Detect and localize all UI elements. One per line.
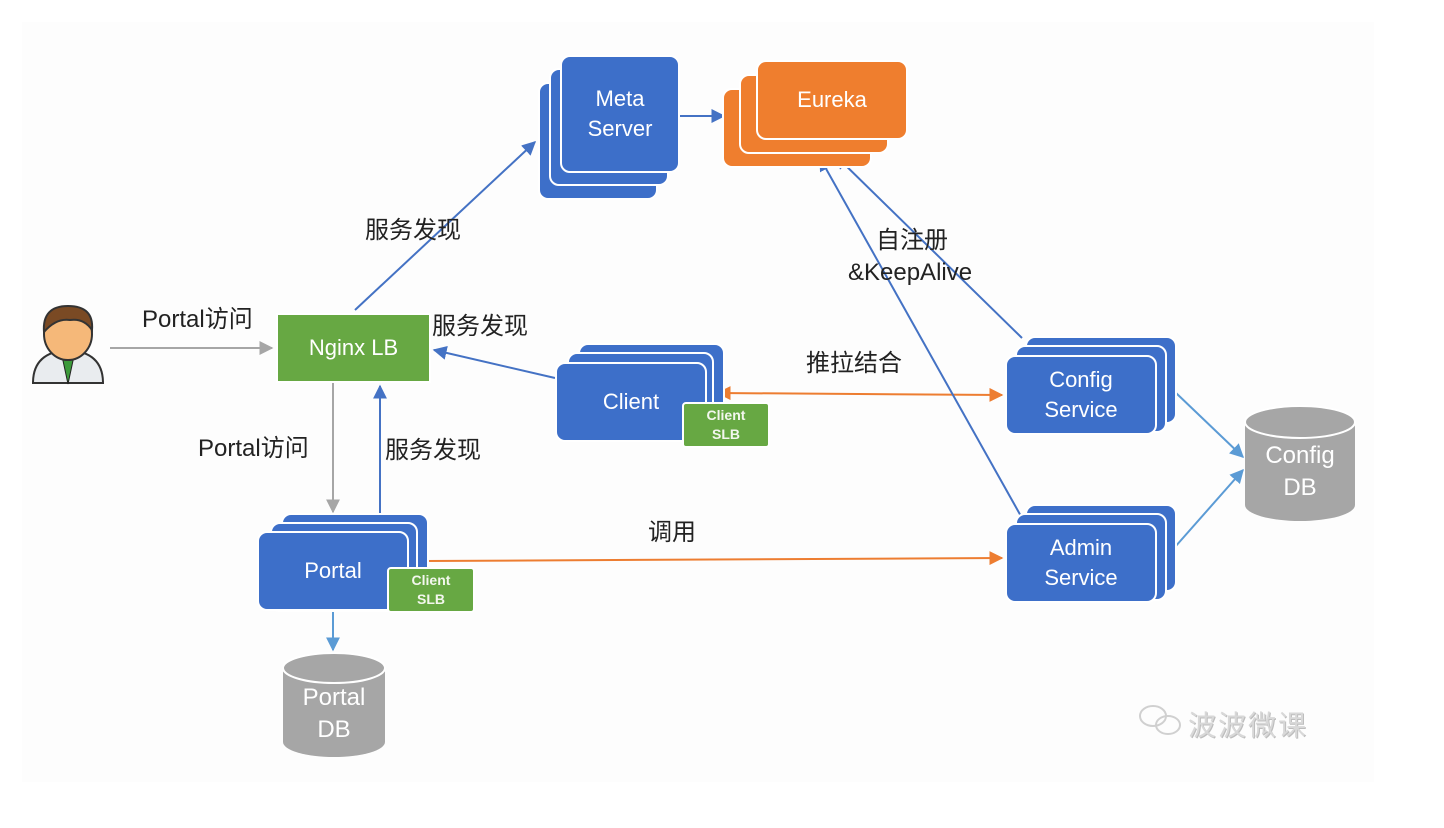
portal-node[interactable]: Portal <box>257 531 409 611</box>
eureka-node[interactable]: Eureka <box>756 60 908 140</box>
user-avatar-icon <box>31 304 105 385</box>
label-client-config: 推拉结合 <box>806 350 902 377</box>
edge-portal-to-admin <box>424 551 1004 566</box>
label-nginx-to-meta: 服务发现 <box>365 217 461 244</box>
edge-nginx-to-meta <box>354 141 537 311</box>
edge-client-to-nginx <box>432 346 556 379</box>
edge-config-to-eureka <box>834 155 1023 339</box>
portal-db-label: Portal DB <box>302 684 366 744</box>
label-client-to-nginx: 服务发现 <box>432 313 528 340</box>
label-portal-to-nginx: 服务发现 <box>385 437 481 464</box>
edge-client-config <box>716 386 1004 402</box>
config-service-node[interactable]: Config Service <box>1005 355 1157 435</box>
label-user-to-nginx: Portal访问 <box>142 306 253 333</box>
config-db-label: Config DB <box>1265 442 1335 502</box>
client-slb-node[interactable]: Client SLB <box>682 402 770 448</box>
label-portal-to-admin: 调用 <box>648 519 696 546</box>
portal-slb-node[interactable]: Client SLB <box>387 567 475 613</box>
admin-service-node[interactable]: Admin Service <box>1005 523 1157 603</box>
config-db-cylinder <box>1244 405 1356 521</box>
label-register-line2: &KeepAlive <box>848 259 973 286</box>
wechat-logo-icon <box>1139 705 1181 735</box>
label-nginx-to-portal: Portal访问 <box>198 435 309 462</box>
label-register-line1: 自注册 <box>876 227 948 254</box>
client-node[interactable]: Client <box>555 362 707 442</box>
edge-admin-to-eureka <box>819 156 1023 519</box>
nginx-lb-node[interactable]: Nginx LB <box>276 313 431 383</box>
edge-config-to-db <box>1174 391 1245 458</box>
watermark-text: 波波微课 <box>1188 710 1309 741</box>
meta-server-node[interactable]: Meta Server <box>560 55 680 173</box>
portal-db-cylinder <box>282 652 386 757</box>
edge-admin-to-db <box>1174 468 1244 548</box>
